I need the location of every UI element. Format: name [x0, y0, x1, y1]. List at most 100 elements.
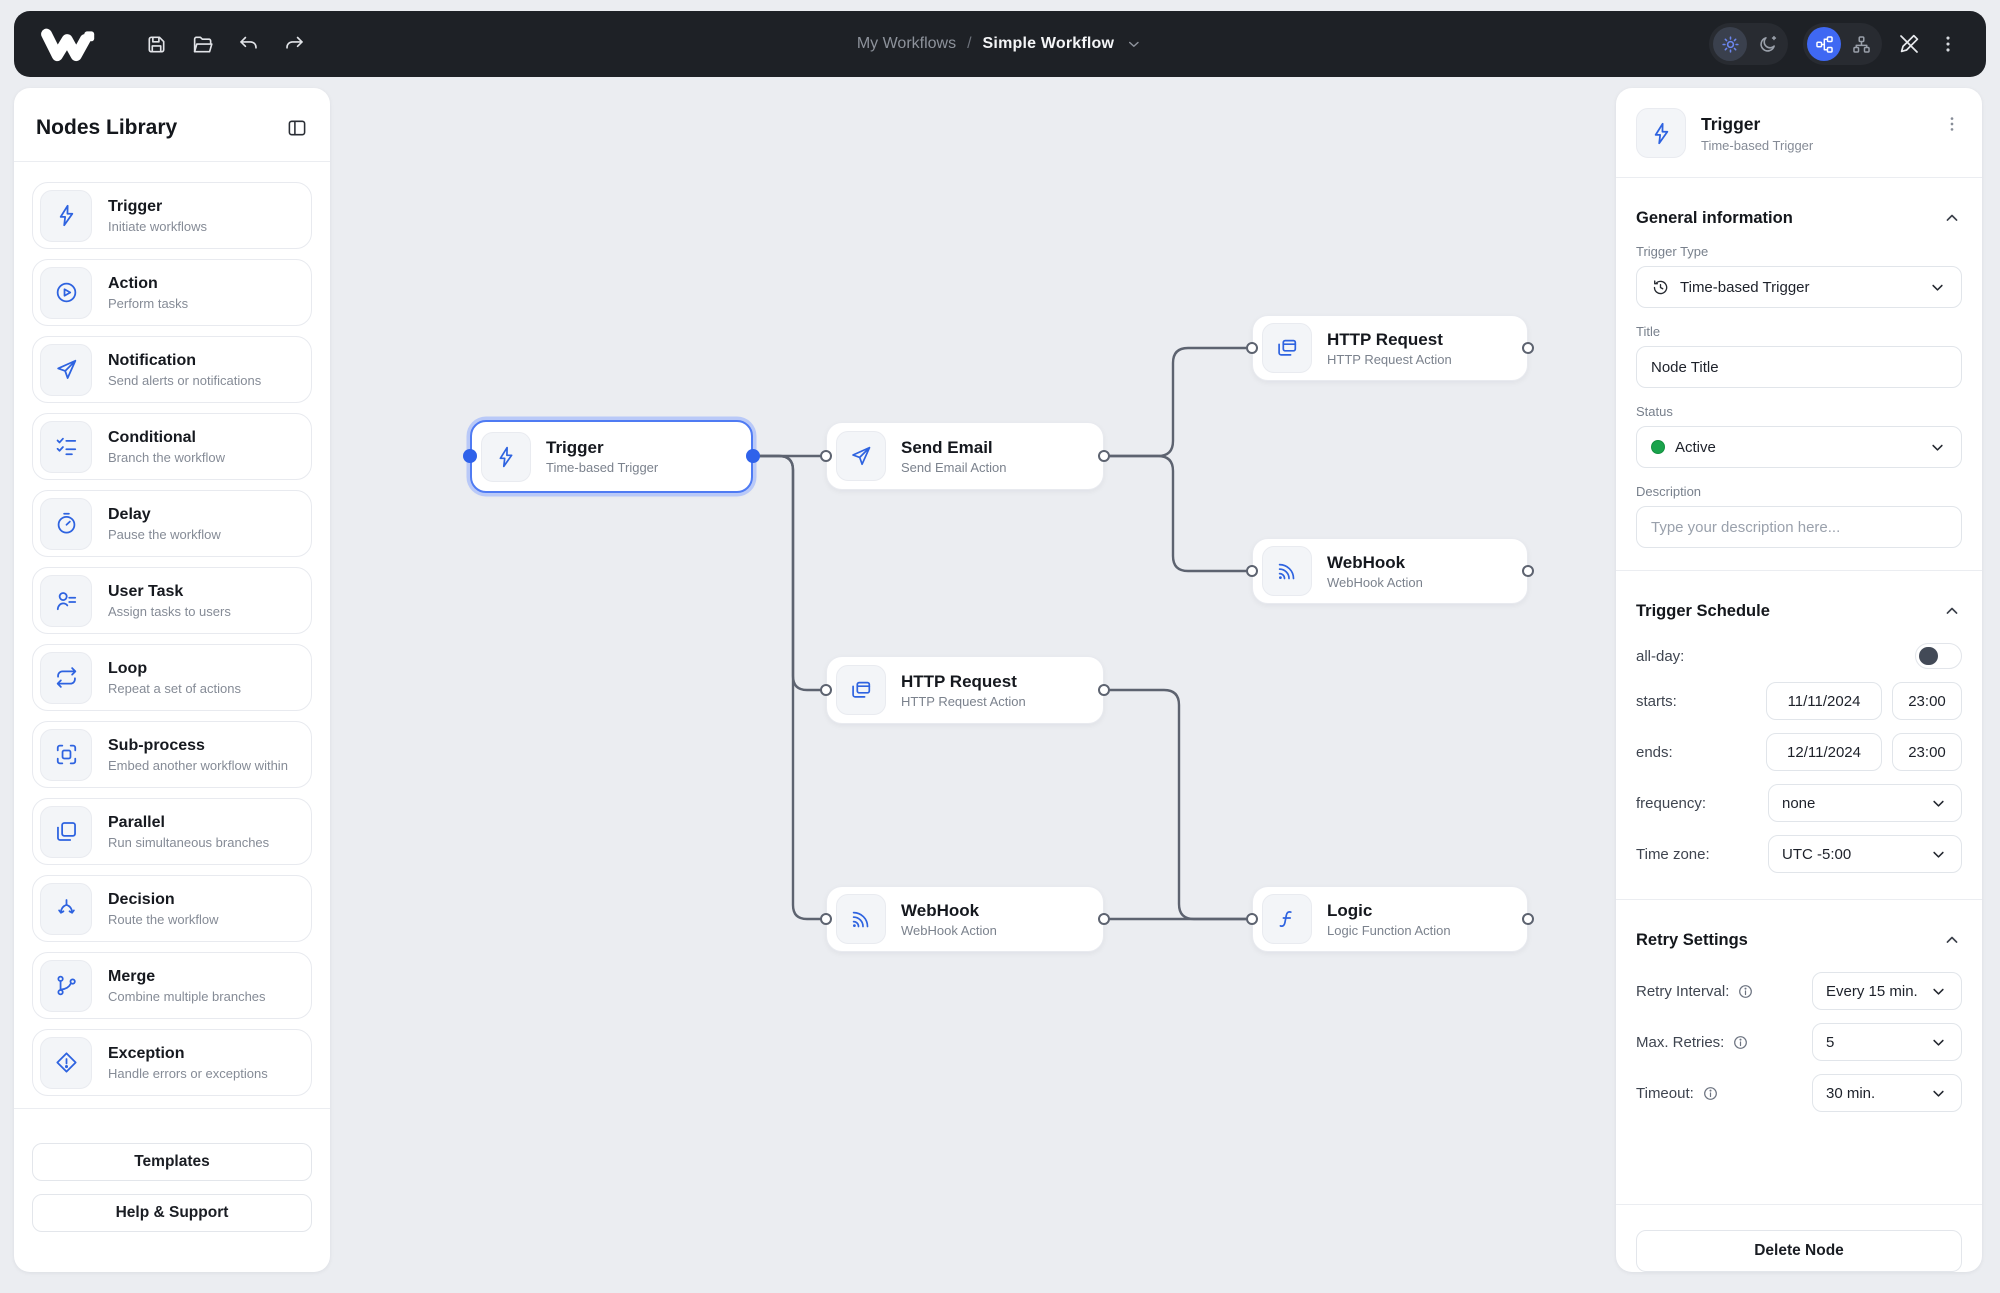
node-http-request-1[interactable]: HTTP Request HTTP Request Action [1252, 315, 1528, 381]
library-item-label: Conditional [108, 428, 196, 446]
max-retries-select[interactable]: 5 [1812, 1023, 1962, 1061]
allday-toggle[interactable] [1915, 643, 1962, 669]
timezone-select[interactable]: UTC -5:00 [1768, 835, 1962, 873]
timer-icon [40, 497, 92, 550]
inspector-title: Trigger [1701, 113, 1761, 134]
library-item-conditional[interactable]: Conditional Branch the workflow [32, 413, 312, 480]
info-icon[interactable] [1732, 1034, 1749, 1051]
library-item-loop[interactable]: Loop Repeat a set of actions [32, 644, 312, 711]
section-heading: Trigger Schedule [1636, 601, 1770, 620]
edit-off-icon[interactable] [1897, 32, 1921, 56]
kebab-menu-icon[interactable] [1936, 32, 1960, 56]
zap-icon [1636, 108, 1686, 158]
starts-date-input[interactable]: 11/11/2024 [1766, 682, 1882, 720]
edge-trigger-httprequest [751, 454, 828, 692]
chevron-up-icon[interactable] [1942, 601, 1962, 621]
library-item-label: Merge [108, 967, 156, 985]
node-title: Logic [1327, 900, 1373, 920]
delete-node-button[interactable]: Delete Node [1636, 1230, 1962, 1272]
library-item-action[interactable]: Action Perform tasks [32, 259, 312, 326]
webhook-icon [836, 894, 886, 944]
section-retry-settings[interactable]: Retry Settings [1636, 930, 1962, 950]
help-support-button[interactable]: Help & Support [32, 1194, 312, 1232]
breadcrumb-parent[interactable]: My Workflows [856, 35, 957, 52]
node-subtitle: Time-based Trigger [546, 460, 659, 475]
kebab-menu-icon[interactable] [1942, 108, 1962, 134]
dark-theme-icon[interactable] [1750, 27, 1784, 61]
library-item-desc: Combine multiple branches [108, 988, 266, 1004]
section-general-information[interactable]: General information [1636, 208, 1962, 228]
library-item-decision[interactable]: Decision Route the workflow [32, 875, 312, 942]
library-item-exception[interactable]: Exception Handle errors or exceptions [32, 1029, 312, 1096]
chevron-up-icon[interactable] [1942, 208, 1962, 228]
folder-open-icon[interactable] [190, 32, 214, 56]
node-http-request-2[interactable]: HTTP Request HTTP Request Action [826, 656, 1104, 724]
merge-icon [40, 959, 92, 1012]
library-item-desc: Perform tasks [108, 295, 189, 311]
node-inspector-panel: Trigger Time-based Trigger General infor… [1616, 88, 1982, 1272]
node-webhook-2[interactable]: WebHook WebHook Action [826, 886, 1104, 952]
library-item-desc: Pause the workflow [108, 526, 221, 542]
description-input[interactable] [1636, 506, 1962, 548]
frequency-select[interactable]: none [1768, 784, 1962, 822]
starts-time-input[interactable]: 23:00 [1892, 682, 1962, 720]
library-item-parallel[interactable]: Parallel Run simultaneous branches [32, 798, 312, 865]
chevron-down-icon[interactable] [1125, 35, 1143, 53]
org-layout-icon[interactable] [1844, 27, 1878, 61]
templates-button[interactable]: Templates [32, 1143, 312, 1181]
ends-time-input[interactable]: 23:00 [1892, 733, 1962, 771]
retry-interval-select[interactable]: Every 15 min. [1812, 972, 1962, 1010]
retry-interval-label: Retry Interval: [1636, 983, 1754, 1000]
library-item-label: Decision [108, 890, 175, 908]
save-icon[interactable] [144, 32, 168, 56]
node-title-input[interactable] [1636, 346, 1962, 388]
starts-label: starts: [1636, 692, 1677, 710]
collapse-panel-icon[interactable] [286, 117, 308, 139]
nodes-library-panel: Nodes Library Trigger Initiate workflows… [14, 88, 330, 1272]
checklist-icon [40, 420, 92, 473]
library-item-subprocess[interactable]: Sub-process Embed another workflow withi… [32, 721, 312, 788]
frequency-label: frequency: [1636, 794, 1707, 812]
ends-date-input[interactable]: 12/11/2024 [1766, 733, 1882, 771]
chevron-up-icon[interactable] [1942, 930, 1962, 950]
node-logic[interactable]: Logic Logic Function Action [1252, 886, 1528, 952]
timeout-select[interactable]: 30 min. [1812, 1074, 1962, 1112]
library-item-delay[interactable]: Delay Pause the workflow [32, 490, 312, 557]
status-select[interactable]: Active [1636, 426, 1962, 468]
node-trigger[interactable]: Trigger Time-based Trigger [470, 420, 753, 493]
library-item-desc: Run simultaneous branches [108, 834, 270, 850]
webhook-icon [1262, 546, 1312, 596]
library-item-label: User Task [108, 582, 184, 600]
breadcrumb-separator: / [967, 35, 972, 52]
frequency-value: none [1782, 794, 1816, 812]
info-icon[interactable] [1737, 983, 1754, 1000]
section-heading: General information [1636, 208, 1793, 227]
zap-icon [40, 189, 92, 242]
node-subtitle: Send Email Action [901, 459, 1007, 475]
node-webhook-1[interactable]: WebHook WebHook Action [1252, 538, 1528, 604]
redo-icon[interactable] [282, 32, 306, 56]
send-icon [40, 343, 92, 396]
app-logo-icon[interactable] [40, 26, 98, 62]
retry-interval-value: Every 15 min. [1826, 982, 1918, 1000]
breadcrumb-current[interactable]: Simple Workflow [982, 35, 1115, 52]
max-retries-value: 5 [1826, 1033, 1835, 1051]
info-icon[interactable] [1702, 1085, 1719, 1102]
node-title: Trigger [546, 438, 604, 457]
timeout-value: 30 min. [1826, 1084, 1876, 1102]
section-trigger-schedule[interactable]: Trigger Schedule [1636, 601, 1962, 621]
library-item-user-task[interactable]: User Task Assign tasks to users [32, 567, 312, 634]
section-heading: Retry Settings [1636, 930, 1748, 949]
function-icon [1262, 894, 1312, 944]
trigger-type-select[interactable]: Time-based Trigger [1636, 266, 1962, 308]
library-item-merge[interactable]: Merge Combine multiple branches [32, 952, 312, 1019]
exception-icon [40, 1036, 92, 1089]
light-theme-icon[interactable] [1713, 27, 1747, 61]
flow-layout-icon[interactable] [1807, 27, 1841, 61]
node-send-email[interactable]: Send Email Send Email Action [826, 422, 1104, 490]
clock-rotate-icon [1651, 278, 1670, 297]
undo-icon[interactable] [236, 32, 260, 56]
title-label: Title [1636, 324, 1661, 339]
library-item-notification[interactable]: Notification Send alerts or notification… [32, 336, 312, 403]
library-item-trigger[interactable]: Trigger Initiate workflows [32, 182, 312, 249]
